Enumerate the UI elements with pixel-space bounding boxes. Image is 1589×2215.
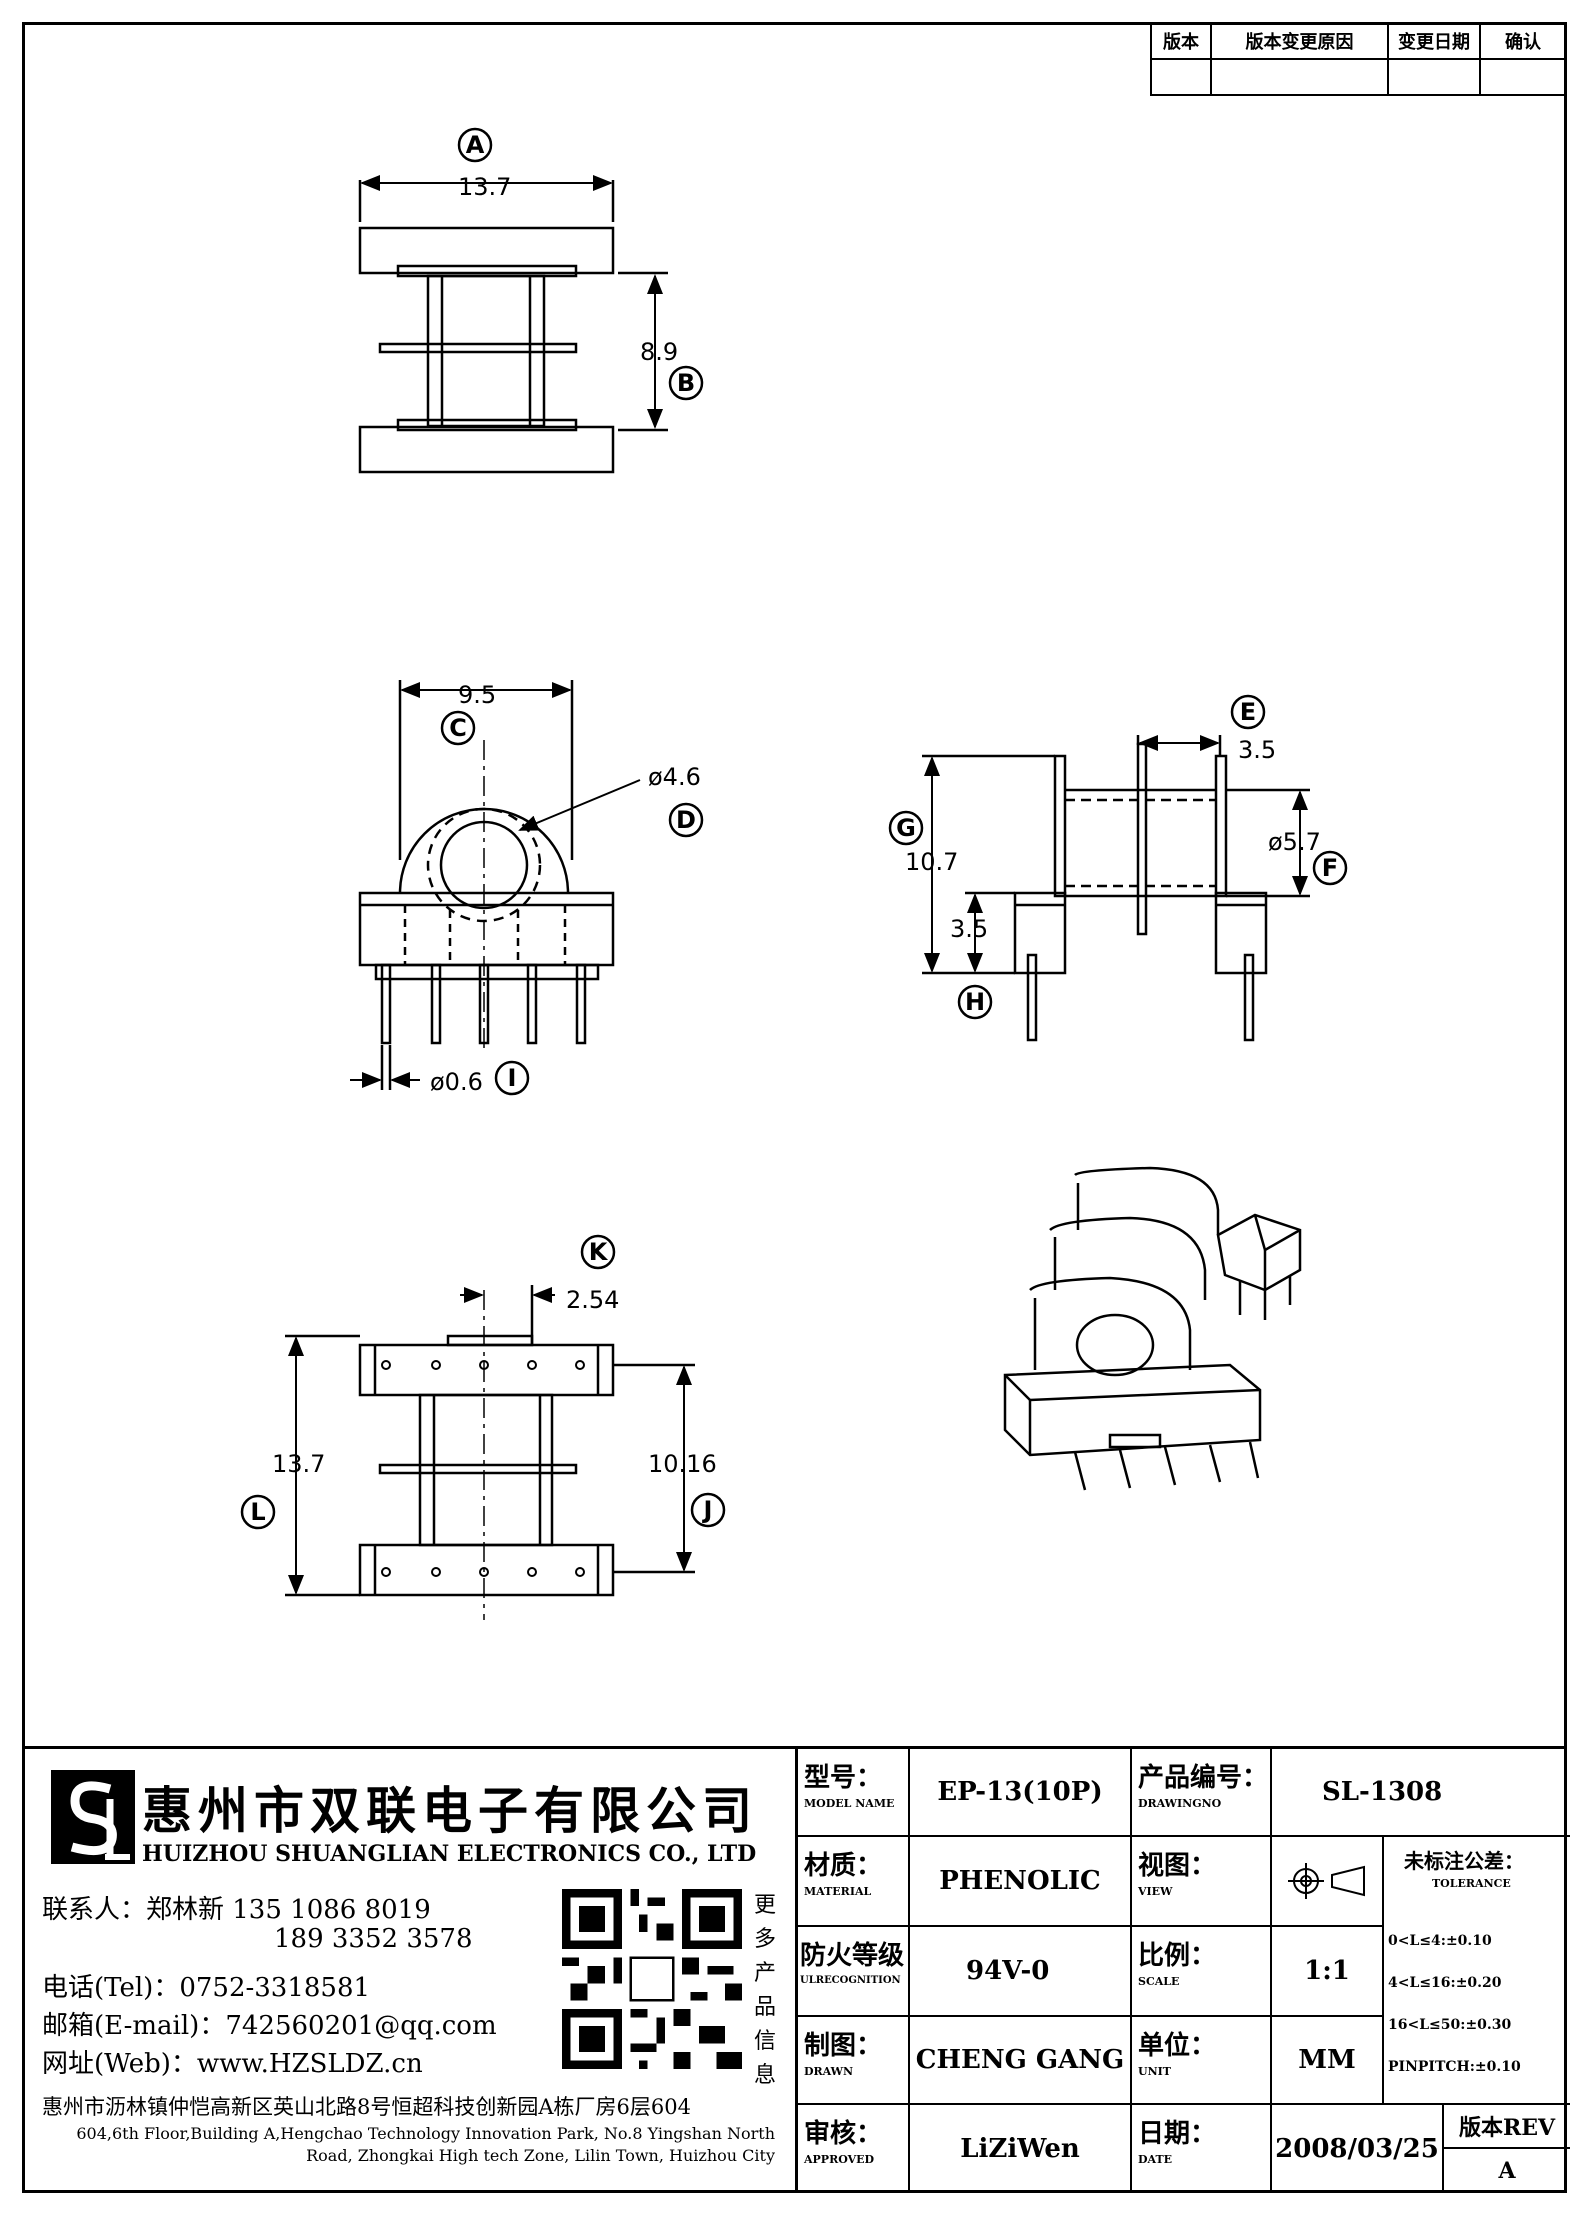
tolerance-line-3: 16<L≤50:±0.30 — [1388, 2017, 1512, 2033]
dim-d-text: ø4.6 — [648, 763, 701, 791]
ref-label-b: B — [677, 369, 695, 397]
unit-label-cell: 单位： UNIT — [1132, 2017, 1272, 2105]
drawing-frame — [22, 22, 1567, 2193]
ref-circle-i — [494, 1060, 530, 1096]
dim-k-text: 2.54 — [566, 1286, 619, 1314]
drawn-label-cell: 制图： DRAWN — [798, 2017, 910, 2105]
ref-label-j: J — [702, 1496, 713, 1524]
ref-label-e: E — [1240, 698, 1256, 726]
ref-circle-a — [457, 127, 493, 163]
ref-label-a: A — [466, 131, 485, 159]
ref-label-l: L — [250, 1498, 265, 1526]
ref-circle-b — [668, 365, 704, 401]
dim-g-text: 10.7 — [905, 848, 958, 876]
rev-label-cell: 版本REV — [1444, 2105, 1570, 2149]
date-value-cell: 2008/03/25 — [1272, 2105, 1444, 2193]
company-name-cn: 惠州市双联电子有限公司 — [142, 1781, 758, 1840]
dim-j-text: 10.16 — [648, 1450, 717, 1478]
rev-value-cell: A — [1498, 2158, 1516, 2184]
model-value-cell: EP-13(10P) — [910, 1749, 1132, 1837]
ref-label-f: F — [1322, 854, 1338, 882]
revision-table: 版本 版本变更原因 变更日期 确认 — [1150, 22, 1567, 96]
more-info-vertical-text: 更 多 产 品 信 息 — [753, 1893, 776, 2088]
ref-circle-j — [690, 1492, 726, 1528]
dim-c-text: 9.5 — [458, 681, 496, 709]
contact-phone-2: 189 3352 3578 — [274, 1924, 473, 1954]
material-value-cell: PHENOLIC — [910, 1837, 1132, 1927]
rev-cell — [1387, 58, 1481, 96]
scale-value-cell: 1:1 — [1272, 1927, 1384, 2017]
dim-e-text: 3.5 — [1238, 736, 1276, 764]
technical-drawing: 13.7 8.9 9.5 ø4.6 3.5 ø5.7 10.7 3.5 ø0.6… — [240, 127, 1348, 1620]
rev-cell — [1210, 58, 1389, 96]
ref-label-k: K — [589, 1238, 609, 1266]
ref-circle-d — [668, 802, 704, 838]
ref-circle-e — [1230, 694, 1266, 730]
drawn-value-cell: CHENG GANG — [910, 2017, 1132, 2105]
isometric-view — [1003, 1166, 1302, 1491]
material-label-cell: 材质： MATERIAL — [798, 1837, 910, 1927]
address-cn: 惠州市沥林镇仲恺高新区英山北路8号恒超科技创新园A栋厂房6层604 — [42, 2095, 691, 2119]
email: 邮箱(E-mail)：742560201@qq.com — [42, 2011, 497, 2041]
drawingno-label-cell: 产品编号： DRAWINGNO — [1132, 1749, 1272, 1837]
date-label-cell: 日期： DATE — [1132, 2105, 1272, 2193]
ref-circle-g — [888, 810, 924, 846]
company-logo-icon — [51, 1770, 135, 1864]
dim-l-text: 13.7 — [272, 1450, 325, 1478]
top-view — [358, 175, 668, 474]
front-view — [350, 680, 641, 1090]
spec-grid: 型号： MODEL NAME EP-13(10P) 产品编号： DRAWINGN… — [795, 1749, 1570, 2193]
dim-a-text: 13.7 — [458, 173, 511, 201]
address-en: 604,6th Floor,Building A,Hengchao Techno… — [76, 2124, 775, 2165]
rev-header-confirm: 确认 — [1479, 22, 1567, 60]
dim-h-text: 3.5 — [950, 915, 988, 943]
dim-i-text: ø0.6 — [430, 1068, 483, 1096]
ref-circle-c — [440, 710, 476, 746]
tolerance-line-2: 4<L≤16:±0.20 — [1388, 1975, 1502, 1991]
rev-header-date: 变更日期 — [1387, 22, 1481, 60]
ref-label-i: I — [508, 1064, 517, 1092]
ref-circle-k — [580, 1234, 616, 1270]
view-label-cell: 视图： VIEW — [1132, 1837, 1272, 1927]
rev-header-reason: 版本变更原因 — [1210, 22, 1389, 60]
model-label-cell: 型号： MODEL NAME — [798, 1749, 910, 1837]
tolerance-line-4: PINPITCH:±0.10 — [1388, 2059, 1521, 2075]
rev-cell — [1479, 58, 1567, 96]
qr-code-icon[interactable] — [562, 1889, 742, 2069]
ref-label-d: D — [676, 806, 696, 834]
dim-b-text: 8.9 — [640, 338, 678, 366]
unit-value-cell: MM — [1272, 2017, 1384, 2105]
tolerance-line-1: 0<L≤4:±0.10 — [1388, 1933, 1492, 1949]
rev-cell — [1150, 58, 1212, 96]
rev-header-version: 版本 — [1150, 22, 1212, 60]
approved-value-cell: LiZiWen — [910, 2105, 1132, 2193]
approved-label-cell: 审核： APPROVED — [798, 2105, 910, 2193]
ref-label-c: C — [449, 714, 467, 742]
website[interactable]: 网址(Web)：www.HZSLDZ.cn — [42, 2049, 423, 2079]
company-info: 惠州市双联电子有限公司 HUIZHOU SHUANGLIAN ELECTRONI… — [22, 1749, 795, 2196]
projection-symbol-icon — [1288, 1863, 1365, 1899]
ul-value-cell: 94V-0 — [910, 1927, 1132, 2017]
ref-circle-l — [240, 1494, 276, 1530]
ref-label-g: G — [896, 814, 916, 842]
company-name-en: HUIZHOU SHUANGLIAN ELECTRONICS CO., LTD — [142, 1841, 757, 1867]
bottom-view — [285, 1285, 695, 1620]
scale-label-cell: 比例： SCALE — [1132, 1927, 1272, 2017]
dim-f-text: ø5.7 — [1268, 828, 1321, 856]
ref-circle-h — [957, 984, 993, 1020]
ref-label-h: H — [965, 988, 985, 1016]
ref-circle-f — [1312, 850, 1348, 886]
contact-person: 联系人：郑林新 135 1086 8019 — [42, 1895, 431, 1925]
tolerance-cell: 未标注公差： TOLERANCE 0<L≤4:±0.10 4<L≤16:±0.2… — [1384, 1837, 1570, 2105]
title-block: 惠州市双联电子有限公司 HUIZHOU SHUANGLIAN ELECTRONI… — [22, 1746, 1570, 2196]
ul-label-cell: 防火等级 ULRECOGNITION — [798, 1927, 910, 2017]
drawingno-value-cell: SL-1308 — [1272, 1749, 1570, 1837]
side-view — [922, 735, 1310, 1042]
telephone: 电话(Tel)：0752-3318581 — [42, 1973, 371, 2003]
view-symbol-cell — [1272, 1837, 1384, 1927]
